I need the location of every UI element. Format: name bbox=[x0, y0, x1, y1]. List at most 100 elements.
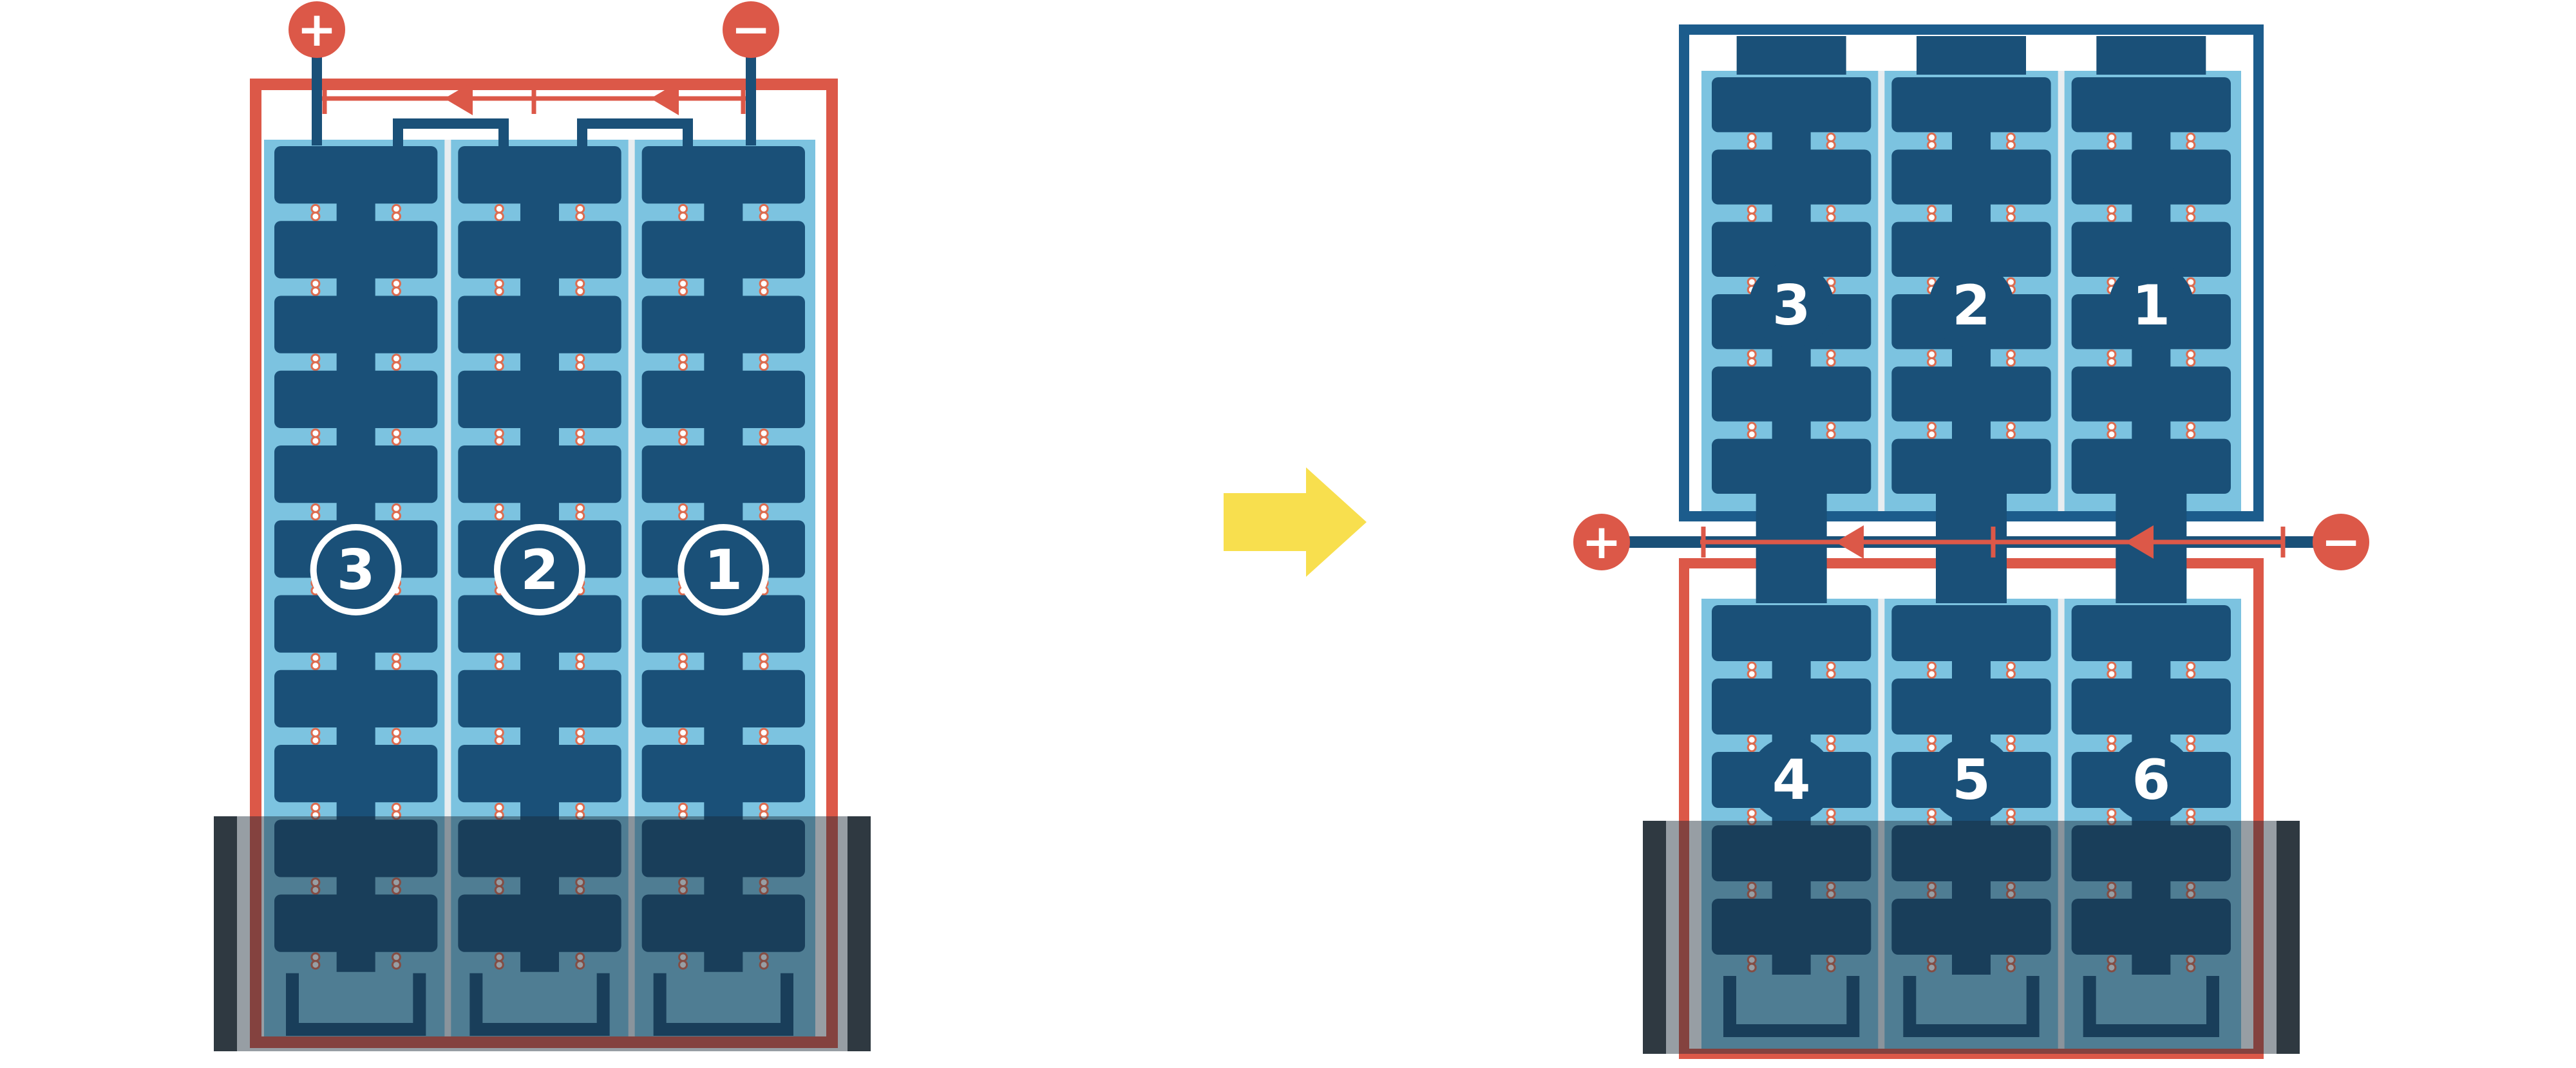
plate-cell bbox=[458, 221, 621, 279]
plate-cell bbox=[458, 146, 621, 204]
plate-cell bbox=[274, 221, 438, 279]
solder-dot bbox=[1927, 212, 1937, 223]
solder-dot bbox=[575, 660, 585, 671]
plate-tab bbox=[2132, 201, 2171, 225]
solder-dot bbox=[391, 960, 401, 970]
cell-label-circle bbox=[677, 524, 770, 615]
solder-dot bbox=[575, 960, 585, 970]
solder-dot bbox=[2107, 661, 2117, 671]
plate-cell bbox=[2071, 825, 2231, 881]
top-tab bbox=[1916, 36, 2026, 75]
plate-tab bbox=[704, 500, 743, 523]
plate-cell bbox=[1712, 366, 1871, 422]
bridge-bar bbox=[393, 118, 509, 129]
solder-dot bbox=[2186, 808, 2196, 818]
solder-dot bbox=[1747, 889, 1757, 899]
solder-dot bbox=[2005, 140, 2016, 150]
solder-dot bbox=[2107, 205, 2117, 215]
plate-cell bbox=[1891, 77, 2051, 133]
solder-dot bbox=[310, 279, 321, 289]
solder-dot bbox=[2005, 669, 2016, 679]
solder-dot bbox=[1927, 669, 1937, 679]
plate-cell bbox=[458, 595, 621, 653]
solder-dot bbox=[310, 211, 321, 221]
junction-tab-bottom bbox=[1935, 542, 2007, 603]
solder-dot bbox=[2005, 735, 2016, 745]
plate-tab bbox=[520, 650, 559, 673]
plate-cell bbox=[2071, 366, 2231, 422]
cell-label-circle bbox=[1929, 263, 2014, 348]
solder-dot bbox=[494, 211, 504, 221]
solder-dot bbox=[1927, 808, 1937, 818]
right-terminal-minus-circle bbox=[2313, 514, 2369, 570]
cell-label-circle bbox=[494, 524, 585, 615]
plate-cell bbox=[641, 670, 805, 727]
plate-tab bbox=[520, 949, 559, 972]
plate-u-connector bbox=[286, 973, 426, 1036]
solder-dot bbox=[1927, 742, 1937, 753]
plate-cell bbox=[1712, 438, 1871, 494]
left-panel-border bbox=[250, 79, 838, 1048]
solder-dot bbox=[2107, 429, 2117, 440]
solder-dot bbox=[1747, 212, 1757, 223]
solder-dot bbox=[2005, 816, 2016, 826]
solder-dot bbox=[1747, 742, 1757, 753]
solder-dot bbox=[2186, 357, 2196, 367]
plate-cell bbox=[1891, 899, 2051, 955]
solder-dot bbox=[2107, 349, 2117, 359]
plate-tab bbox=[520, 800, 559, 823]
cell-label-text: 3 bbox=[1772, 274, 1811, 338]
solder-dot bbox=[2107, 808, 2117, 818]
solder-dot bbox=[1826, 205, 1836, 215]
solder-dot bbox=[1747, 140, 1757, 150]
wire-tick bbox=[2280, 527, 2286, 557]
solder-dot bbox=[575, 735, 585, 745]
solder-dot bbox=[2186, 132, 2196, 142]
cell-label-circle bbox=[2108, 737, 2194, 822]
plate-tab bbox=[520, 201, 559, 224]
plate-tab bbox=[2132, 879, 2171, 901]
solder-dot bbox=[759, 203, 769, 214]
solder-dot bbox=[494, 503, 504, 513]
plate-tab bbox=[2132, 952, 2171, 975]
solder-dot bbox=[575, 802, 585, 812]
top-tab bbox=[1736, 36, 1846, 75]
solder-dot bbox=[1826, 422, 1836, 432]
junction-tab-bottom bbox=[1756, 542, 1827, 603]
column-divider bbox=[444, 140, 451, 1048]
solder-dot bbox=[391, 286, 401, 296]
solder-dot bbox=[310, 727, 321, 738]
plate-tab bbox=[1952, 201, 1991, 225]
solder-dot bbox=[2107, 132, 2117, 142]
solder-dot bbox=[391, 660, 401, 671]
solder-dot bbox=[759, 503, 769, 513]
plate-cell bbox=[1891, 438, 2051, 494]
bridge-leg bbox=[393, 118, 403, 174]
solder-dot bbox=[2186, 669, 2196, 679]
left-terminal-plus: + bbox=[289, 1, 345, 58]
solder-dot bbox=[391, 885, 401, 895]
plate-cell bbox=[274, 445, 438, 503]
bridge-leg bbox=[577, 118, 587, 174]
plate-cell bbox=[2071, 605, 2231, 661]
solder-dot bbox=[1826, 212, 1836, 223]
solder-dot bbox=[759, 727, 769, 738]
plate-cell bbox=[458, 445, 621, 503]
solder-dot bbox=[2005, 889, 2016, 899]
solder-dot bbox=[2005, 205, 2016, 215]
plate-tab bbox=[2132, 346, 2171, 370]
solder-dot bbox=[759, 660, 769, 671]
cell-label-text: 6 bbox=[2132, 748, 2170, 812]
plate-tab bbox=[704, 725, 743, 747]
plate-cell bbox=[641, 820, 805, 877]
plate-cell bbox=[641, 146, 805, 204]
solder-dot bbox=[310, 286, 321, 296]
solder-dot bbox=[1927, 349, 1937, 359]
plate-cell bbox=[2071, 679, 2231, 735]
solder-dot bbox=[2186, 962, 2196, 973]
solder-dot bbox=[1747, 669, 1757, 679]
shade-overlay bbox=[1643, 821, 2300, 1054]
bridge-bar bbox=[577, 118, 693, 129]
solder-dot bbox=[678, 211, 688, 221]
